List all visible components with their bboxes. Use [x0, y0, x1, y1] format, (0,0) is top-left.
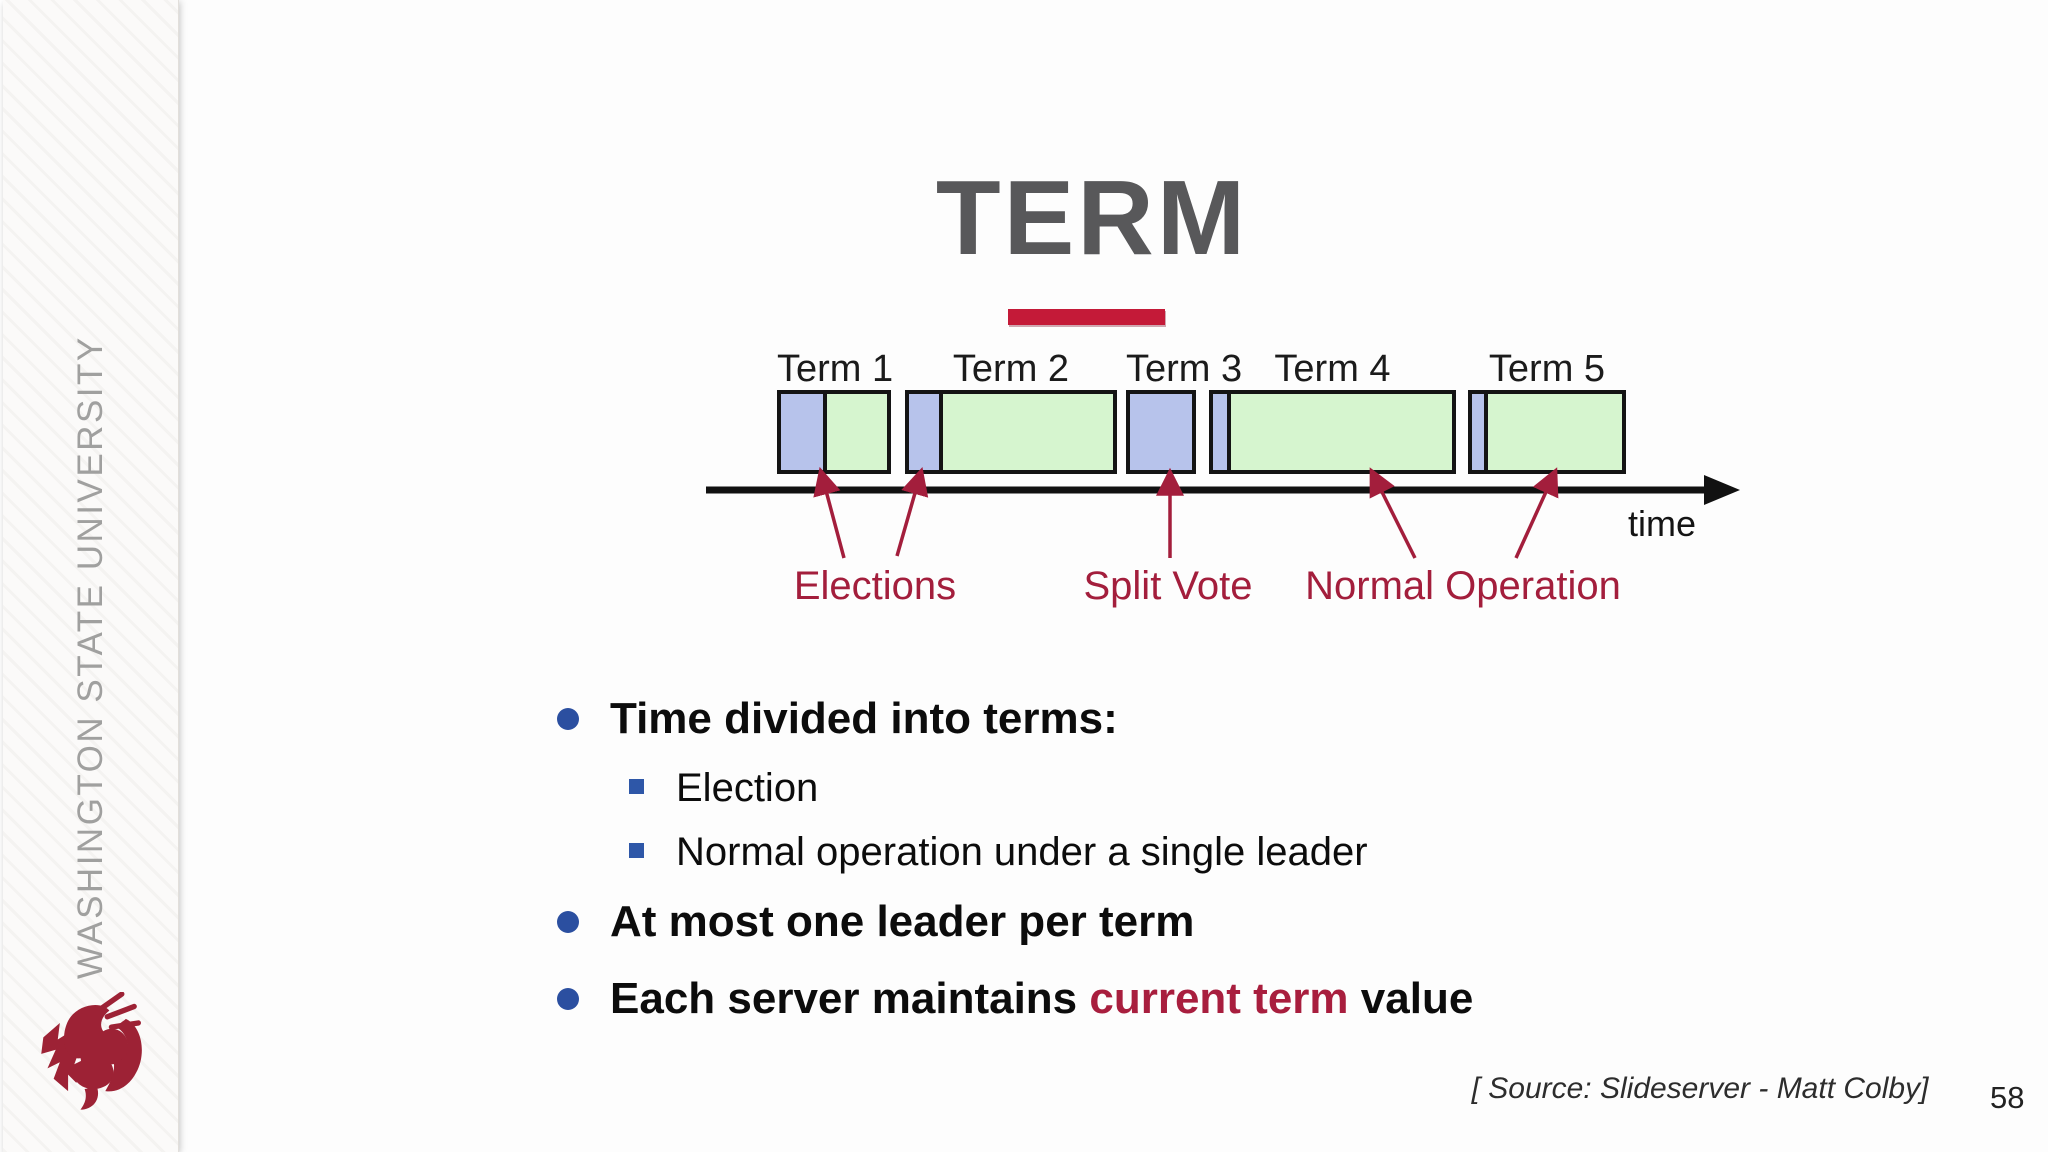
sub-bullet-normal-operation: Normal operation under a single leader [676, 830, 1368, 874]
term-4-group: Term 4 [1209, 348, 1456, 474]
term-2-label: Term 2 [952, 348, 1070, 390]
wsu-cougar-logo [39, 991, 155, 1120]
bullet-one-leader: At most one leader per term [610, 897, 1195, 946]
source-credit: [ Source: Slideserver - Matt Colby] [1471, 1072, 1929, 1105]
title-underline-bar [1008, 309, 1165, 325]
annotation-arrows [813, 466, 1559, 559]
term-1-election-segment [777, 390, 827, 474]
annotation-normal-operation: Normal Operation [1305, 564, 1621, 608]
term-2-group: Term 2 [905, 348, 1117, 474]
term-1-label: Term 1 [777, 348, 894, 390]
term-5-label: Term 5 [1488, 348, 1606, 390]
sub-bullet-election: Election [676, 766, 819, 810]
bullet-current-term: Each server maintains current term value [610, 974, 1473, 1024]
arrow-normalop-term4 [1369, 467, 1417, 559]
page-number: 58 [1990, 1080, 2025, 1115]
term-1-group: Term 1 [777, 348, 893, 474]
bullet-current-term-post: value [1348, 974, 1474, 1023]
cougar-head-icon [41, 991, 142, 1110]
term-4-label: Term 4 [1274, 348, 1391, 390]
sub-bullet-marker [629, 843, 644, 858]
term-4-normal-segment [1227, 390, 1456, 474]
bullet-marker [557, 708, 579, 730]
time-axis-label: time [1628, 503, 1697, 544]
term-2-normal-segment [939, 390, 1117, 474]
bullet-marker [557, 988, 579, 1010]
term-5-group: Term 5 [1468, 348, 1626, 474]
term-2-election-segment [905, 390, 943, 474]
bullet-current-term-pre: Each server maintains [610, 974, 1090, 1023]
annotation-elections: Elections [793, 564, 957, 608]
bullet-current-term-highlight: current term [1089, 974, 1349, 1023]
term-3-election-segment [1126, 390, 1196, 474]
bullet-time-divided: Time divided into terms: [610, 694, 1118, 743]
sidebar: WASHINGTON STATE UNIVERSITY [3, 0, 179, 1152]
arrow-elections-term2 [895, 466, 929, 557]
sub-bullet-marker [629, 779, 644, 794]
page-title: TERM [935, 159, 1249, 277]
annotation-split-vote: Split Vote [1083, 564, 1253, 608]
arrow-elections-term1 [813, 466, 846, 559]
term-3-label: Term 3 [1126, 348, 1243, 390]
arrow-normalop-term5 [1514, 467, 1559, 559]
bullet-marker [557, 911, 579, 933]
term-1-normal-segment [823, 390, 891, 474]
university-name-vertical: WASHINGTON STATE UNIVERSITY [71, 335, 110, 980]
